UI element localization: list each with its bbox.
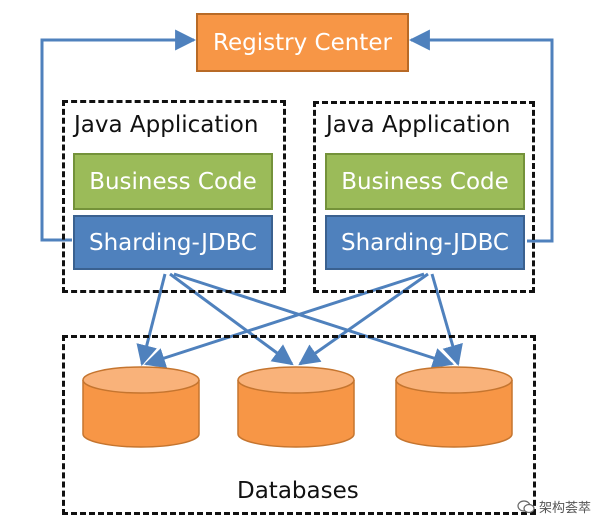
java-application-container-left <box>62 100 286 293</box>
arrow-right-to-db1 <box>144 272 425 369</box>
databases-label: Databases <box>237 478 359 504</box>
java-application-container-right <box>313 101 535 293</box>
sharding-jdbc-box-left: Sharding-JDBC <box>73 215 273 270</box>
arrow-right-to-db3 <box>430 273 463 367</box>
business-code-box-left: Business Code <box>73 153 273 210</box>
business-code-label-right: Business Code <box>341 168 509 195</box>
sharding-jdbc-label-left: Sharding-JDBC <box>89 229 257 256</box>
arrow-left-to-db3 <box>173 272 454 369</box>
database-cylinder-3 <box>395 366 513 448</box>
watermark-text: 架构荟萃 <box>538 501 591 516</box>
watermark: 架构荟萃 <box>517 497 591 516</box>
right-registry-arrow <box>408 29 554 243</box>
database-cylinder-1 <box>82 366 200 448</box>
chat-bubble-icon <box>517 499 535 513</box>
sharding-jdbc-box-right: Sharding-JDBC <box>325 215 525 270</box>
registry-center-label: Registry Center <box>213 29 392 56</box>
arrow-left-to-db2 <box>169 272 294 366</box>
registry-center-box: Registry Center <box>196 13 409 72</box>
arrow-right-to-db2 <box>298 272 429 366</box>
databases-container <box>62 335 536 515</box>
business-code-box-right: Business Code <box>325 153 525 210</box>
business-code-label-left: Business Code <box>89 168 257 195</box>
java-application-title-left: Java Application <box>74 112 259 138</box>
java-application-title-right: Java Application <box>326 112 511 138</box>
sharding-jdbc-label-right: Sharding-JDBC <box>341 229 509 256</box>
database-cylinder-2 <box>237 366 355 448</box>
left-registry-arrow <box>40 29 197 242</box>
